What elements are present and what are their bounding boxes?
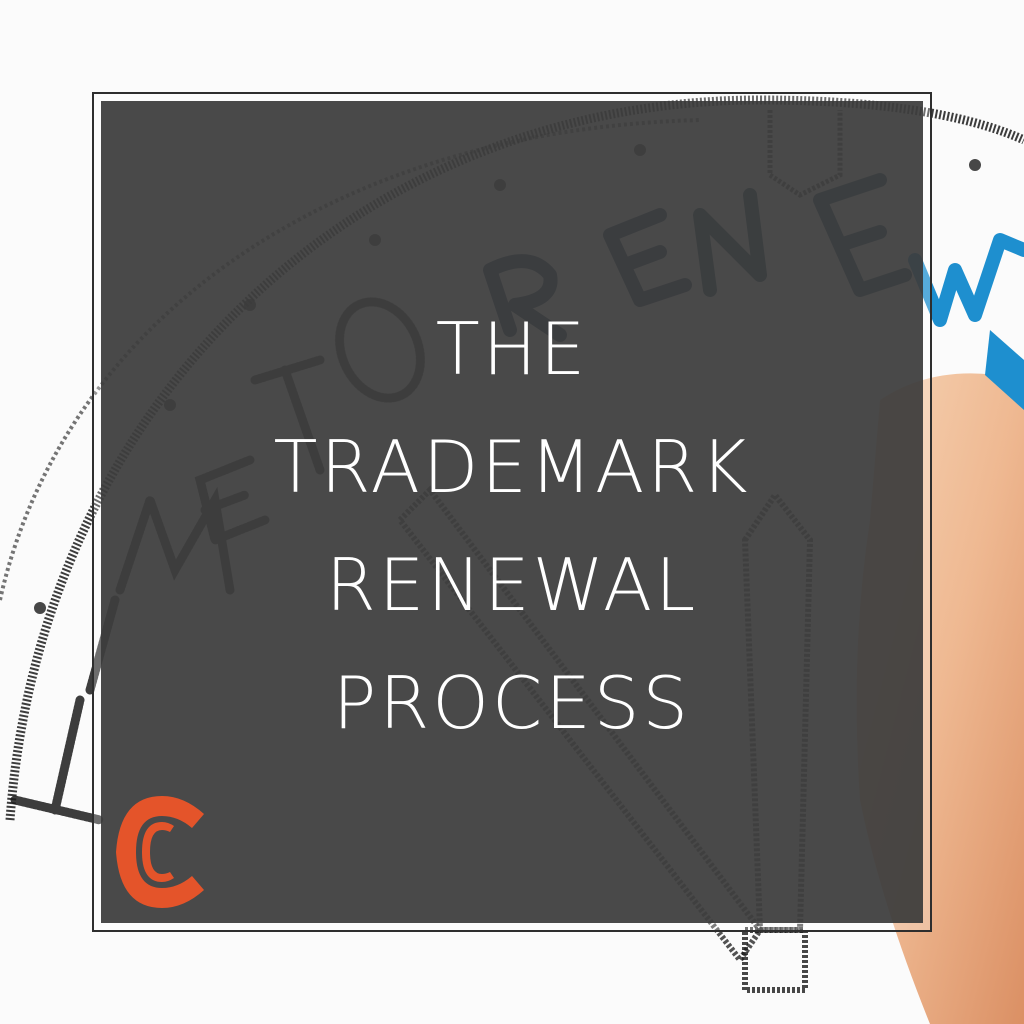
headline-line-4: PROCESS [332,661,692,745]
headline-line-2: TRADEMARK [273,425,751,509]
headline-line-1: THE [435,307,589,391]
c-logo-icon [116,796,204,908]
headline: THE TRADEMARK RENEWAL PROCESS [101,290,923,762]
headline-line-3: RENEWAL [325,543,699,627]
overlay-panel [101,101,923,923]
